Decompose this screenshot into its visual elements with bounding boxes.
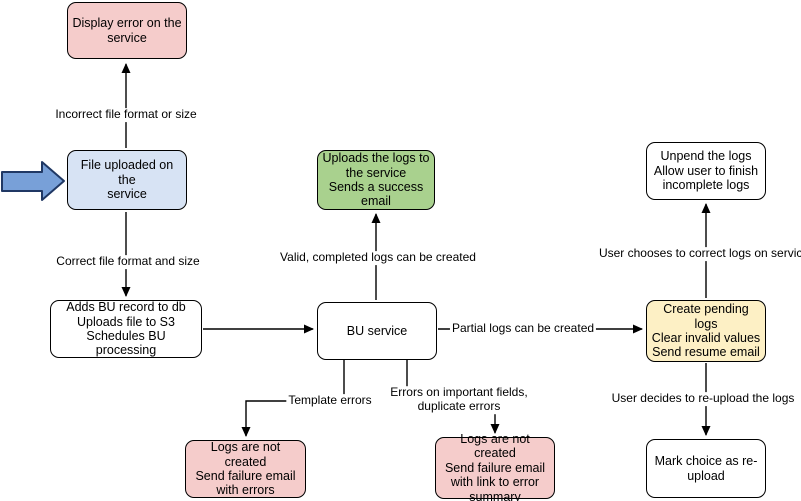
entry-arrow-icon (1, 161, 65, 201)
node-logs-not-created-errors: Logs are not created Send failure email … (185, 440, 306, 498)
edge-label-valid-logs: Valid, completed logs can be created (278, 250, 478, 265)
node-logs-not-created-summary: Logs are not created Send failure email … (435, 432, 555, 501)
edge-label-template-errors: Template errors (286, 393, 374, 408)
node-unpend-logs: Unpend the logs Allow user to finish inc… (646, 142, 766, 200)
edge-label-user-chooses: User chooses to correct logs on service (596, 246, 801, 261)
edge-label-incorrect-format: Incorrect file format or size (53, 107, 199, 122)
edge-label-user-decides: User decides to re-upload the logs (609, 391, 797, 406)
edge-label-correct-format: Correct file format and size (54, 254, 202, 269)
node-upload-success: Uploads the logs to the service Sends a … (317, 150, 435, 210)
edge-label-partial-logs: Partial logs can be created (449, 321, 597, 336)
node-adds-bu-record: Adds BU record to db Uploads file to S3 … (50, 300, 202, 358)
node-create-pending-logs: Create pending logs Clear invalid values… (646, 300, 766, 362)
node-display-error: Display error on the service (67, 2, 187, 59)
node-bu-service: BU service (317, 302, 437, 360)
node-mark-reupload: Mark choice as re- upload (646, 439, 766, 498)
edge-label-errors-fields: Errors on important fields, duplicate er… (388, 385, 530, 414)
node-file-uploaded: File uploaded on the service (67, 150, 187, 210)
